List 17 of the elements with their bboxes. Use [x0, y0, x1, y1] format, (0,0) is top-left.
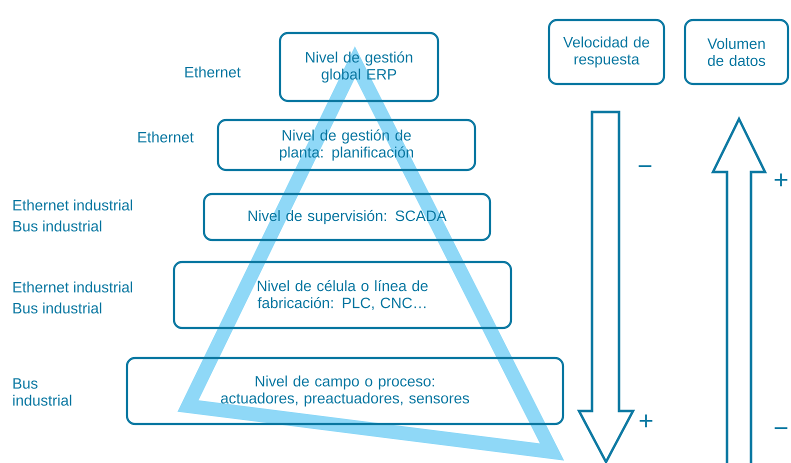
network-label: Ethernet industrial: [13, 200, 132, 210]
network-label: Ethernet: [138, 132, 194, 142]
header-box: Velocidad de respuesta: [548, 18, 666, 86]
level-box: Nivel de supervisión: SCADA: [202, 192, 492, 242]
network-label: Bus industrial: [13, 302, 102, 314]
level-box: Nivel de campo o proceso: actuadores, preactuadores, sensores: [126, 356, 564, 426]
level-box: Nivel de célula o línea de fabricación: PLC, CNC…: [172, 260, 512, 330]
network-label: Ethernet: [185, 66, 241, 78]
network-label: Ethernet industrial: [13, 282, 132, 292]
sign-label: −: [774, 427, 788, 430]
level-box: Nivel de gestión de planta: planificación: [216, 118, 476, 172]
network-label: Bus industrial: [13, 378, 72, 406]
network-label: Bus industrial: [13, 220, 102, 232]
sign-label: −: [638, 165, 652, 168]
header-box: Volumen de datos: [684, 18, 790, 86]
sign-label: +: [640, 414, 652, 428]
sign-label: +: [774, 174, 788, 186]
